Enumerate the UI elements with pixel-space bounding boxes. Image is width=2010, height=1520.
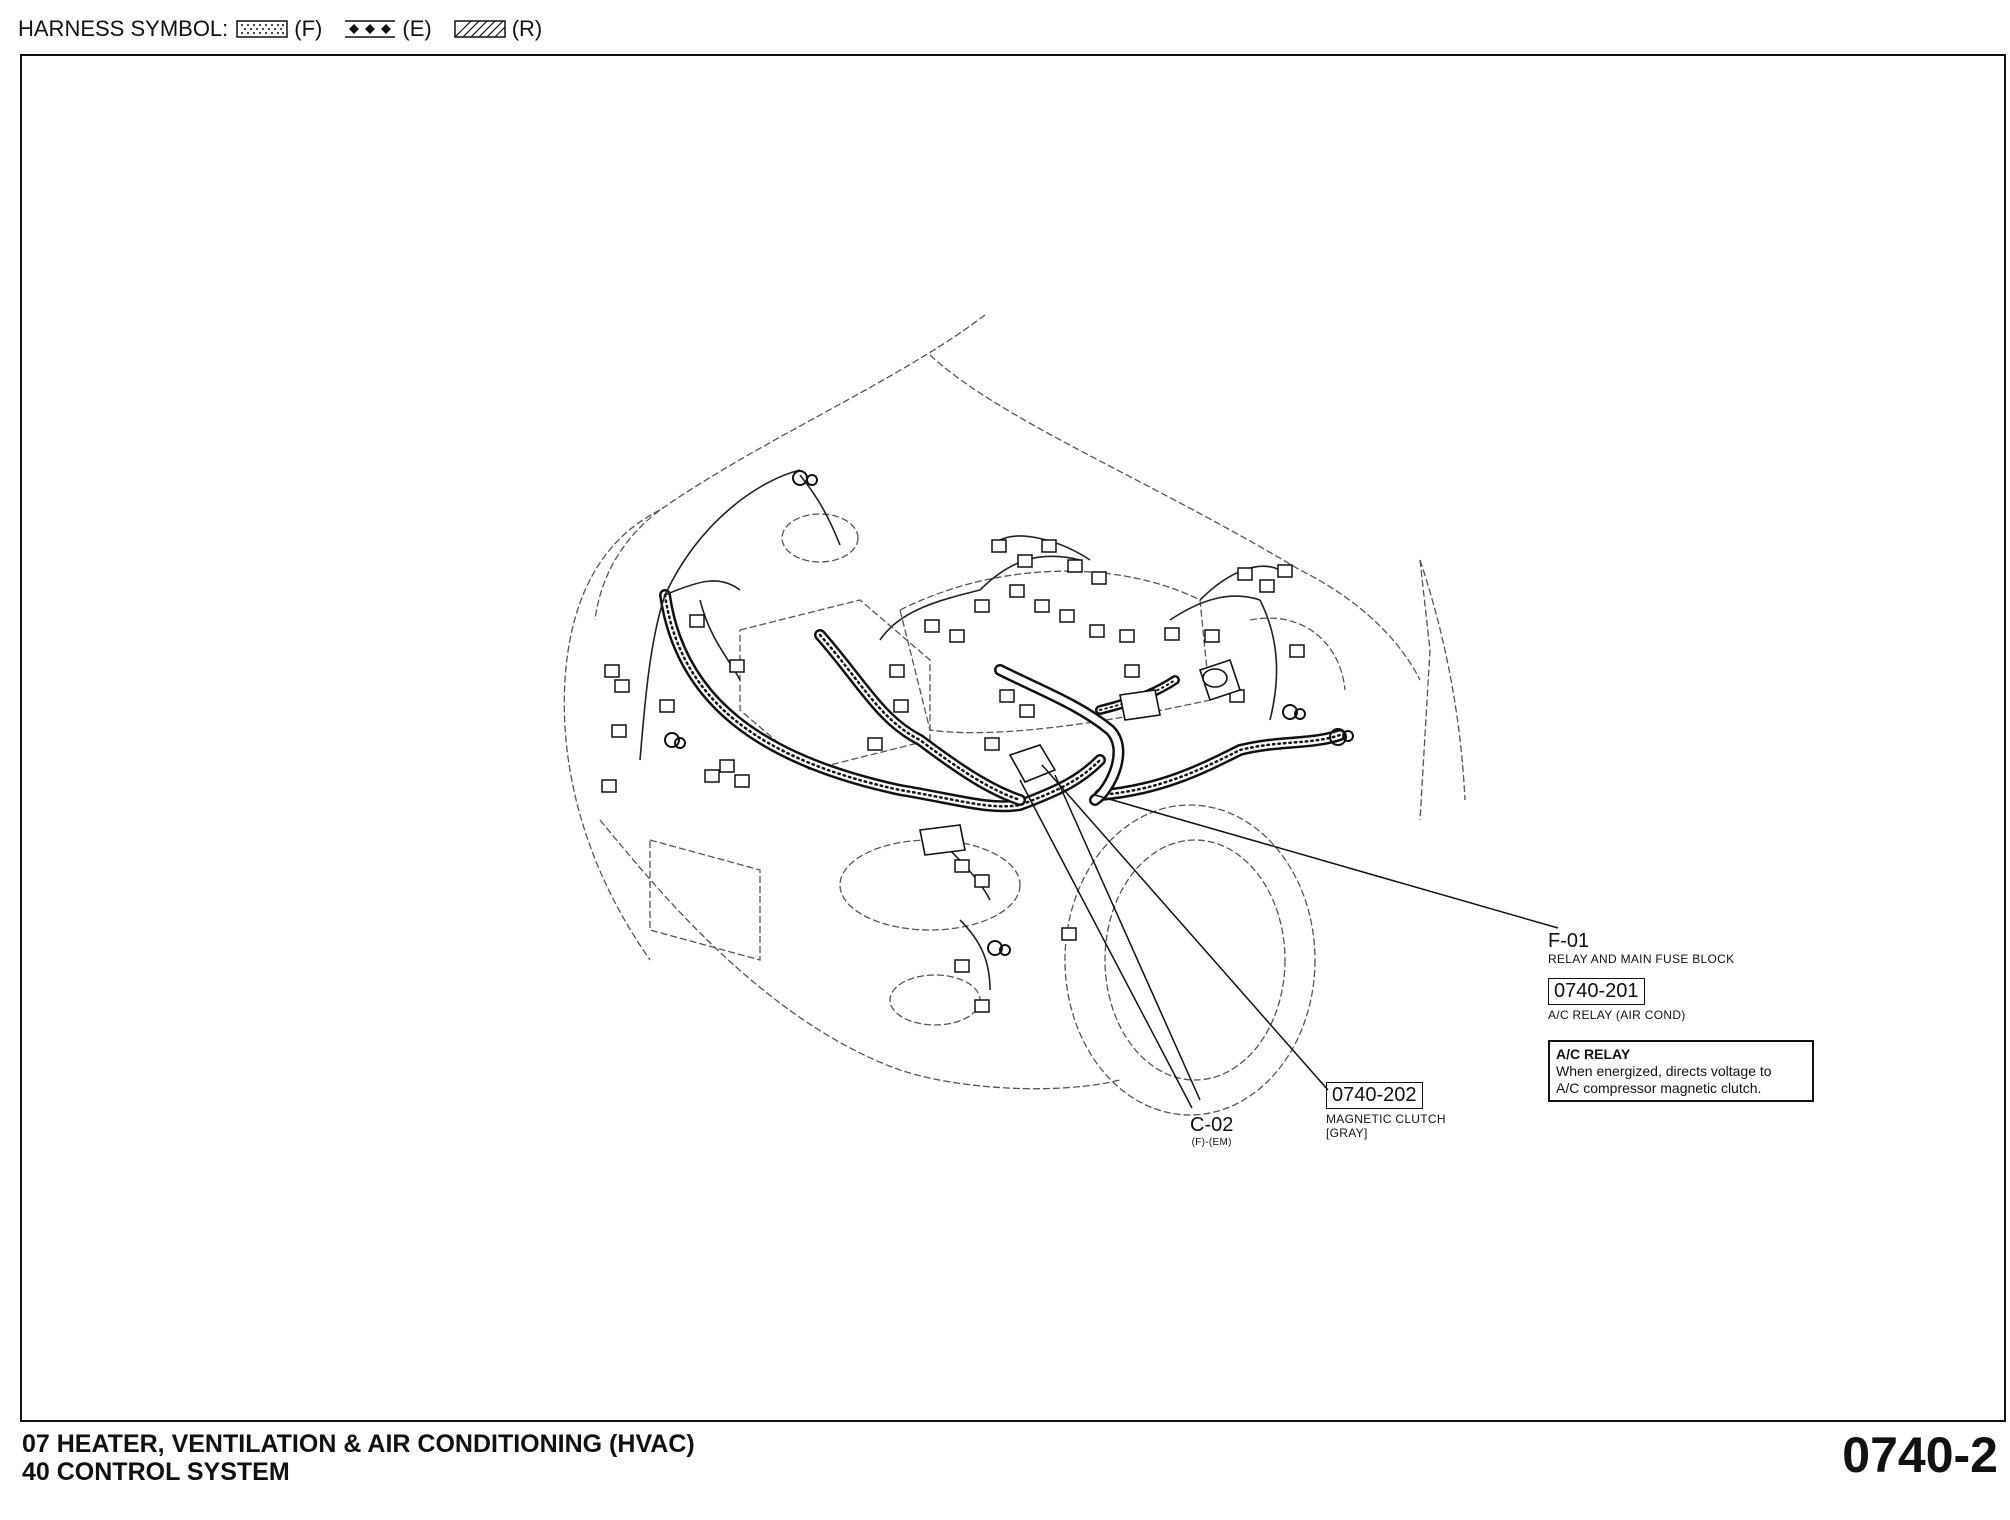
leader-lines — [1019, 764, 1559, 1109]
callout-0740-202: 0740-202 MAGNETIC CLUTCH [GRAY] — [1326, 1082, 1446, 1141]
callout-c02-desc: (F)-(EM) — [1191, 1137, 1232, 1148]
legend-label-e: (E) — [402, 16, 432, 41]
front-wheel — [1064, 804, 1316, 1116]
fog-lamp — [889, 974, 981, 1026]
legend-label-f: (F) — [294, 16, 323, 41]
legend-title: HARNESS SYMBOL: — [18, 16, 229, 41]
branch-wires — [639, 469, 1281, 991]
callout-c02: C-02 (F)-(EM) — [1190, 1114, 1233, 1149]
callout-f01-desc: RELAY AND MAIN FUSE BLOCK — [1548, 952, 1735, 966]
callout-0740-201: 0740-201 A/C RELAY (AIR COND) — [1548, 978, 1686, 1023]
legend-label-r: (R) — [511, 16, 543, 41]
ac-relay-note-line1: When energized, directs voltage to — [1556, 1062, 1772, 1079]
page-number: 0740-2 — [1842, 1427, 1998, 1483]
dotted-harness-icon — [236, 20, 289, 38]
ac-relay-note-line2: A/C compressor magnetic clutch. — [1556, 1079, 1762, 1096]
section-title: 07 HEATER, VENTILATION & AIR CONDITIONIN… — [22, 1430, 695, 1458]
headlamp-upper — [781, 513, 859, 563]
hood-outline — [594, 314, 986, 621]
callout-0740-202-code: 0740-202 — [1326, 1082, 1423, 1109]
hatched-harness-icon — [453, 20, 506, 38]
front-wheel-inner — [1104, 839, 1286, 1081]
fuse-block-hardware — [919, 658, 1242, 856]
fender-left — [563, 509, 661, 961]
fender-right — [1419, 559, 1466, 801]
callout-f01-code: F-01 — [1548, 930, 1590, 952]
harness-legend: HARNESS SYMBOL: (F) (E) (R) — [18, 16, 556, 42]
callout-0740-202-desc1: MAGNETIC CLUTCH — [1326, 1112, 1446, 1126]
callout-f01: F-01 RELAY AND MAIN FUSE BLOCK — [1548, 930, 1734, 967]
callout-0740-201-code: 0740-201 — [1548, 978, 1645, 1005]
connectors — [601, 539, 1305, 1013]
ac-relay-note-title: A/C RELAY — [1556, 1046, 1631, 1062]
grommets — [664, 470, 1354, 956]
diamond-harness-icon — [345, 20, 396, 38]
leader-c02 — [1019, 779, 1193, 1109]
engine-cover — [899, 570, 1211, 734]
leader-0740-202 — [1041, 764, 1329, 1091]
callout-0740-201-desc: A/C RELAY (AIR COND) — [1548, 1008, 1686, 1022]
callout-c02-code: C-02 — [1190, 1114, 1234, 1136]
section-footer: 07 HEATER, VENTILATION & AIR CONDITIONIN… — [22, 1430, 695, 1486]
subsection-title: 40 CONTROL SYSTEM — [22, 1458, 290, 1486]
windshield-line — [929, 354, 1421, 681]
leader-c02-b — [1054, 774, 1201, 1101]
diagram-frame — [20, 54, 2006, 1422]
leader-f01 — [1094, 794, 1559, 929]
callout-0740-202-desc2: [GRAY] — [1326, 1125, 1368, 1140]
strut-tower — [1249, 617, 1346, 691]
hood-edge-right — [1419, 559, 1431, 821]
ac-relay-note: A/C RELAY When energized, directs voltag… — [1548, 1040, 1814, 1103]
grille-area — [649, 839, 761, 961]
bumper-front — [599, 819, 1121, 1090]
